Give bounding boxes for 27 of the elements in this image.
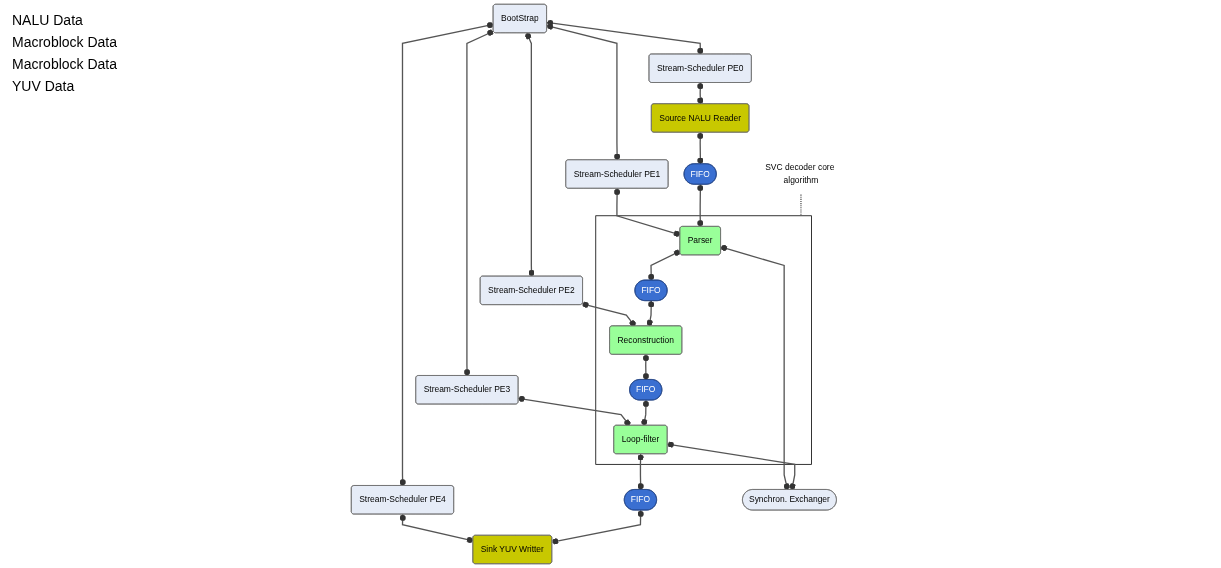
data-label: Macroblock Data bbox=[12, 34, 118, 50]
connector bbox=[613, 187, 681, 237]
data-label: NALU Data bbox=[12, 12, 84, 28]
connector bbox=[800, 193, 802, 217]
connector bbox=[641, 399, 650, 427]
cluster bbox=[595, 215, 812, 465]
connector bbox=[720, 244, 790, 491]
connector bbox=[642, 353, 650, 381]
connector bbox=[581, 301, 636, 327]
data-label: YUV Data bbox=[12, 78, 76, 94]
connector bbox=[524, 32, 535, 277]
data-label: Macroblock Data bbox=[12, 56, 118, 72]
connector bbox=[646, 300, 655, 327]
connector bbox=[546, 23, 621, 161]
connector bbox=[697, 131, 704, 165]
connector bbox=[648, 249, 681, 281]
connector bbox=[637, 453, 644, 491]
connector bbox=[399, 21, 494, 487]
connector bbox=[697, 82, 704, 105]
connector bbox=[399, 513, 474, 544]
node-text: SVC decoder core algorithm bbox=[765, 162, 835, 185]
connector bbox=[463, 29, 495, 377]
connector bbox=[546, 19, 704, 55]
connector bbox=[517, 395, 631, 427]
connector bbox=[551, 509, 644, 545]
connector bbox=[697, 183, 704, 228]
connector bbox=[666, 441, 796, 491]
